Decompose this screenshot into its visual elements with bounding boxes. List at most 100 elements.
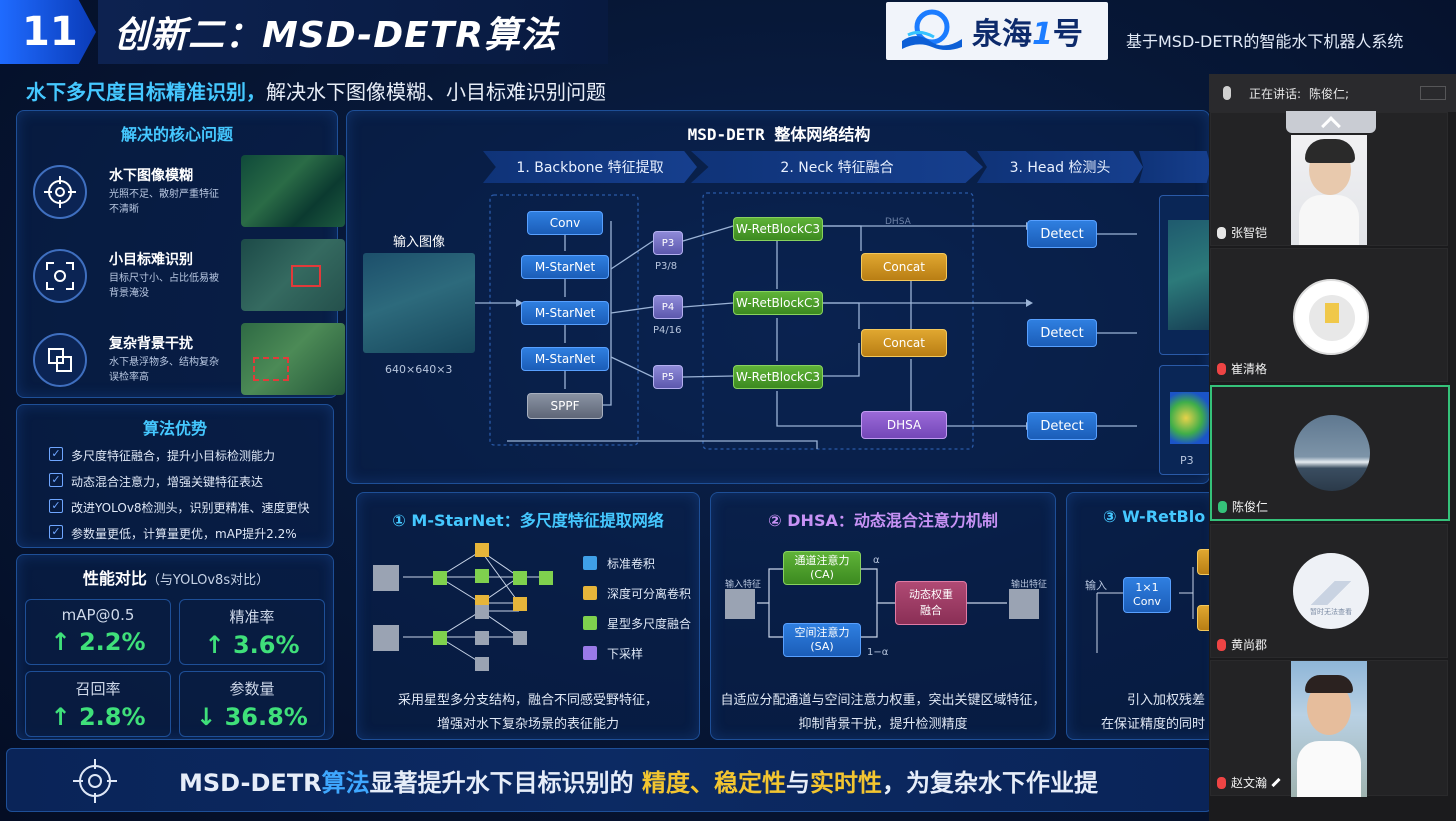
no-video-text: 暂时无法查看 [1310, 608, 1352, 616]
avatar [1293, 279, 1369, 355]
performance-panel: 性能对比（与YOLOv8s对比） mAP@0.5 ↑ 2.2% 精准率 ↑ 3.… [16, 554, 334, 740]
legend-item: 星型多尺度融合 [583, 615, 691, 632]
metric-card: 参数量 ↓ 36.8% [179, 671, 325, 737]
channel-attention-block: 通道注意力(CA) [783, 551, 861, 585]
metric-value: ↓ 36.8% [196, 703, 308, 731]
wretblock-block: W-RetBlockC3 [733, 217, 823, 241]
problems-panel: 解决的核心问题 水下图像模糊 光照不足、散射严重特征不清晰 小目标难识别 目标尺… [16, 110, 345, 398]
slide-number: 11 [0, 0, 96, 64]
stage-backbone: 1. Backbone 特征提取 [483, 151, 697, 183]
output-feature-label: 输出特征 [1011, 580, 1048, 590]
conclusion-banner: MSD-DETR算法显著提升水下目标识别的 精度、稳定性与实时性，为复杂水下作业… [6, 748, 1212, 812]
legend-item: 下采样 [583, 645, 643, 662]
mstarnet-block: M-StarNet [521, 255, 609, 279]
logo-number: 1 [1032, 17, 1053, 52]
legend-item: 深度可分离卷积 [583, 585, 691, 602]
check-icon: ✓ [49, 447, 63, 461]
mic-speaking-icon [1218, 500, 1227, 513]
layers-icon [33, 333, 87, 387]
wretblock-block: W-RetBlockC3 [733, 291, 823, 315]
avatar: 暂时无法查看 [1293, 553, 1369, 629]
architecture-title: MSD-DETR 整体网络结构 [687, 125, 871, 144]
slide-subtitle: 水下多尺度目标精准识别，解决水下图像模糊、小目标难识别问题 [26, 76, 606, 105]
wave-logo-icon [902, 9, 962, 50]
pyramid-label: P3/8 [655, 261, 678, 272]
legend-swatch [583, 646, 597, 660]
advantage-item: ✓改进YOLOv8检测头，识别更精准、速度更快 [49, 499, 310, 516]
module-title: ① M-StarNet：多尺度特征提取网络 [392, 511, 664, 530]
input-image [363, 253, 475, 353]
module-title: ② DHSA：动态混合注意力机制 [768, 511, 998, 530]
pyramid-node: P4 [653, 295, 683, 319]
check-icon: ✓ [49, 499, 63, 513]
mic-icon [1217, 226, 1226, 239]
metric-value: ↑ 3.6% [204, 631, 300, 659]
one-minus-alpha-label: 1−α [867, 647, 889, 658]
conclusion-text: MSD-DETR算法显著提升水下目标识别的 精度、稳定性与实时性，为复杂水下作业… [179, 769, 1099, 797]
advantage-item: ✓多尺度特征融合，提升小目标检测能力 [49, 447, 275, 464]
mic-muted-icon [1217, 776, 1226, 789]
spatial-attention-block: 空间注意力(SA) [783, 623, 861, 657]
metric-label: 参数量 [229, 680, 275, 698]
pen-icon [1271, 777, 1281, 788]
avatar [1294, 415, 1370, 491]
legend-swatch [583, 556, 597, 570]
participant-name: 赵文瀚 [1217, 774, 1281, 791]
advantages-panel: 算法优势 ✓多尺度特征融合，提升小目标检测能力 ✓动态混合注意力，增强关键特征表… [16, 404, 334, 548]
problem-title: 复杂背景干扰 [109, 336, 193, 352]
problem-desc: 光照不足、散射严重特征不清晰 [109, 189, 219, 215]
collapse-button[interactable] [1286, 111, 1376, 136]
metric-value: ↑ 2.2% [50, 628, 146, 656]
problem-desc: 目标尺寸小、占比低易被背景淹没 [109, 273, 219, 299]
speaking-bar: 正在讲话: 陈俊仁; [1209, 74, 1456, 112]
subtitle-rest: 解决水下图像模糊、小目标难识别问题 [266, 80, 606, 104]
participant-tile[interactable]: 崔清格 [1210, 248, 1448, 382]
participant-tile-active[interactable]: 陈俊仁 [1210, 385, 1450, 521]
metric-card: 精准率 ↑ 3.6% [179, 599, 325, 665]
mstarnet-module: ① M-StarNet：多尺度特征提取网络 标准卷积 深度可分离卷积 星型多尺度… [356, 492, 700, 740]
speaking-label: 正在讲话: [1249, 86, 1302, 101]
participant-video [1291, 661, 1367, 797]
logo-text: 泉海 [972, 17, 1032, 52]
participant-tile[interactable]: 暂时无法查看 黄尚郡 [1210, 524, 1448, 658]
arrow-up-icon: ↑ [50, 703, 71, 731]
problem-item: 水下图像模糊 光照不足、散射严重特征不清晰 [27, 151, 345, 235]
logo-suffix: 号 [1052, 17, 1083, 52]
arrow-up-icon: ↑ [50, 628, 71, 656]
input-size-label: 640×640×3 [385, 363, 453, 376]
dhsa-block: DHSA [861, 411, 947, 439]
dynamic-fusion-block: 动态权重融合 [895, 581, 967, 625]
module-desc: 采用星型多分支结构，融合不同感受野特征，增强对水下复杂场景的表征能力 [397, 693, 658, 732]
architecture-panel: MSD-DETR 整体网络结构 1. Backbone 特征提取 2. Neck… [346, 110, 1212, 484]
chevron-up-icon [1321, 116, 1341, 136]
check-icon: ✓ [49, 525, 63, 539]
legend-item: 标准卷积 [583, 555, 655, 572]
mic-muted-icon [1217, 638, 1226, 651]
participant-tile[interactable]: 赵文瀚 [1210, 660, 1448, 797]
advantage-item: ✓动态混合注意力，增强关键特征表达 [49, 473, 263, 490]
speaking-name: 陈俊仁; [1309, 86, 1350, 101]
problem-item: 小目标难识别 目标尺寸小、占比低易被背景淹没 [27, 235, 345, 319]
pyramid-node: P3 [653, 231, 683, 255]
metric-label: mAP@0.5 [61, 606, 135, 624]
input-label: 输入 [1085, 579, 1107, 592]
pyramid-label: P4/16 [653, 325, 682, 336]
architecture-connectors [475, 192, 1137, 450]
mstarnet-block: M-StarNet [521, 347, 609, 371]
participant-video [1291, 135, 1367, 245]
mic-muted-icon [1217, 362, 1226, 375]
project-title: 基于MSD-DETR的智能水下机器人系统 [1126, 32, 1404, 51]
slide-title: 创新二：MSD-DETR算法 [98, 0, 608, 64]
participant-name: 陈俊仁 [1218, 498, 1268, 515]
problem-item: 复杂背景干扰 水下悬浮物多、结构复杂误检率高 [27, 319, 345, 403]
conv-block: Conv [527, 211, 603, 235]
participant-tile[interactable]: 张智铠 [1210, 111, 1448, 246]
metric-card: mAP@0.5 ↑ 2.2% [25, 599, 171, 665]
module-desc: 自适应分配通道与空间注意力权重，突出关键区域特征，抑制背景干扰，提升检测精度 [720, 693, 1046, 732]
problem-desc: 水下悬浮物多、结构复杂误检率高 [109, 357, 219, 383]
legend-swatch [583, 616, 597, 630]
grid-layout-icon[interactable] [1420, 86, 1446, 100]
alpha-label: α [873, 555, 880, 566]
concat-block: Concat [861, 329, 947, 357]
